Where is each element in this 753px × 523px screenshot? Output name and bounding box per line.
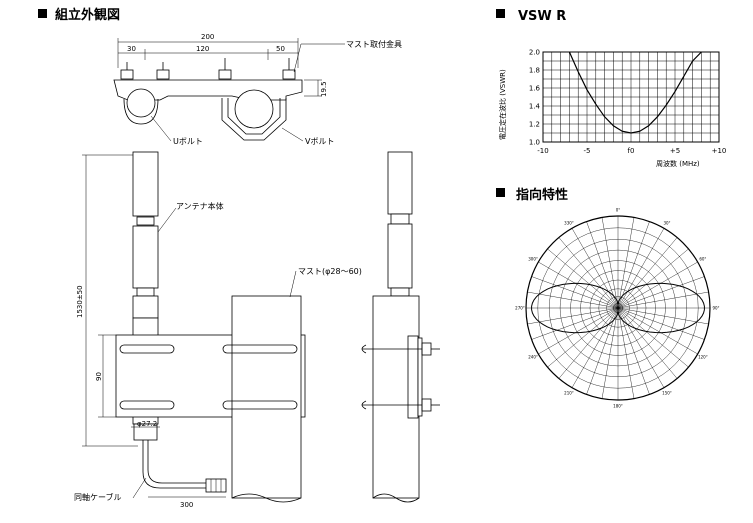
polar-angle-label: 330° [564, 221, 574, 226]
section-marker [496, 188, 505, 197]
polar-angle-label: 60° [699, 257, 706, 262]
polar-radial [617, 276, 705, 309]
dim-right: 50 [276, 45, 285, 53]
dim-diameter: φ27.2 [137, 420, 157, 428]
polar-radial [586, 221, 619, 309]
polar-radial [558, 237, 619, 309]
polar-angle-label: 90° [712, 306, 719, 311]
vswr-y-tick-label: 1.0 [529, 139, 540, 147]
polar-radial [538, 261, 619, 309]
vswr-x-axis-label: 周波数 (MHz) [656, 159, 700, 168]
vswr-y-axis-label: 電圧定在波比 (VSWR) [498, 69, 507, 140]
polar-radial [617, 307, 705, 340]
polar-radial [617, 307, 709, 325]
directivity-section-title: 指向特性 [516, 187, 568, 203]
polar-radial [547, 248, 619, 309]
label-mast: マスト(φ28～60) [298, 267, 362, 276]
polar-angle-label: 150° [662, 390, 672, 395]
polar-radial [617, 237, 678, 309]
vswr-y-tick-label: 1.8 [529, 67, 540, 75]
vswr-x-tick-label: +5 [670, 147, 680, 155]
vswr-y-tick-label: 1.4 [529, 103, 541, 111]
polar-radial [617, 221, 650, 309]
label-antenna-body: アンテナ本体 [176, 201, 224, 211]
polar-radial [617, 307, 698, 355]
dim-length: 1530±50 [76, 285, 84, 318]
polar-radial [571, 228, 619, 309]
dim-height-small: 19.5 [320, 81, 328, 97]
label-v-bolt: Vボルト [305, 137, 334, 146]
dim-left: 30 [127, 45, 136, 53]
label-coax-cable: 同軸ケーブル [74, 492, 122, 502]
polar-radial [617, 261, 698, 309]
polar-radial [527, 307, 619, 325]
polar-radial [547, 307, 619, 368]
polar-radial [538, 307, 619, 355]
polar-angle-label: 210° [564, 390, 574, 395]
vswr-x-tick-label: f0 [628, 147, 635, 155]
dim-center: 120 [196, 45, 209, 53]
polar-angle-label: 120° [698, 355, 708, 360]
polar-angle-label: 270° [515, 306, 525, 311]
polar-radial [527, 291, 619, 309]
polar-radial [617, 217, 635, 309]
polar-radial [617, 307, 635, 399]
polar-radial [617, 307, 650, 395]
outline-section-title: 組立外観図 [55, 7, 120, 23]
vswr-x-tick-label: -10 [537, 147, 548, 155]
label-mast-bracket: マスト取付金具 [346, 39, 402, 49]
polar-angle-label: 300° [528, 257, 538, 262]
antenna-front-view: 1530±50 90 φ27.2 [74, 151, 362, 509]
polar-radial [617, 228, 665, 309]
dim-cable: 300 [180, 501, 193, 509]
polar-radial [617, 307, 665, 388]
polar-radial [531, 307, 619, 340]
polar-angle-label: 0° [616, 208, 621, 213]
section-marker [38, 9, 47, 18]
vswr-y-tick-label: 1.2 [529, 121, 540, 129]
polar-angle-label: 30° [663, 221, 670, 226]
polar-angle-label: 180° [613, 404, 623, 409]
polar-radial [617, 291, 709, 309]
vswr-section-title: VSW R [518, 9, 566, 24]
vswr-y-tick-label: 1.6 [529, 85, 541, 93]
vswr-chart: 電圧定在波比 (VSWR) 周波数 (MHz) -10 -5 f0 +5 +10 1.0 1… [498, 49, 726, 169]
vswr-plot-frame [542, 51, 720, 143]
vswr-x-tick-label: -5 [584, 147, 591, 155]
section-marker [496, 9, 505, 18]
polar-radial [601, 307, 619, 399]
polar-radial [617, 307, 689, 368]
polar-chart: 0° 30° 60° 90° 120° 150° 180° 210° 240° 270° 300° 3… [515, 208, 719, 409]
bracket-top-view: 200 30 120 50 19.5 マスト取付金具 Uボルト Vボルト [113, 33, 402, 146]
polar-radial [617, 248, 689, 309]
polar-radial [571, 307, 619, 388]
vswr-y-tick-label: 2.0 [529, 49, 540, 57]
polar-radial [617, 307, 678, 379]
vswr-curve [568, 51, 702, 134]
polar-pattern-lobe [531, 282, 705, 334]
polar-radial [558, 307, 619, 379]
polar-radial [586, 307, 619, 395]
vswr-x-tick-label: +10 [712, 147, 727, 155]
dim-total-width: 200 [201, 33, 214, 41]
antenna-side-view [361, 151, 440, 503]
label-u-bolt: Uボルト [173, 137, 203, 146]
polar-angle-label: 240° [528, 355, 538, 360]
dim-spacing: 90 [95, 372, 103, 381]
polar-radial [601, 217, 619, 309]
polar-radial [531, 276, 619, 309]
